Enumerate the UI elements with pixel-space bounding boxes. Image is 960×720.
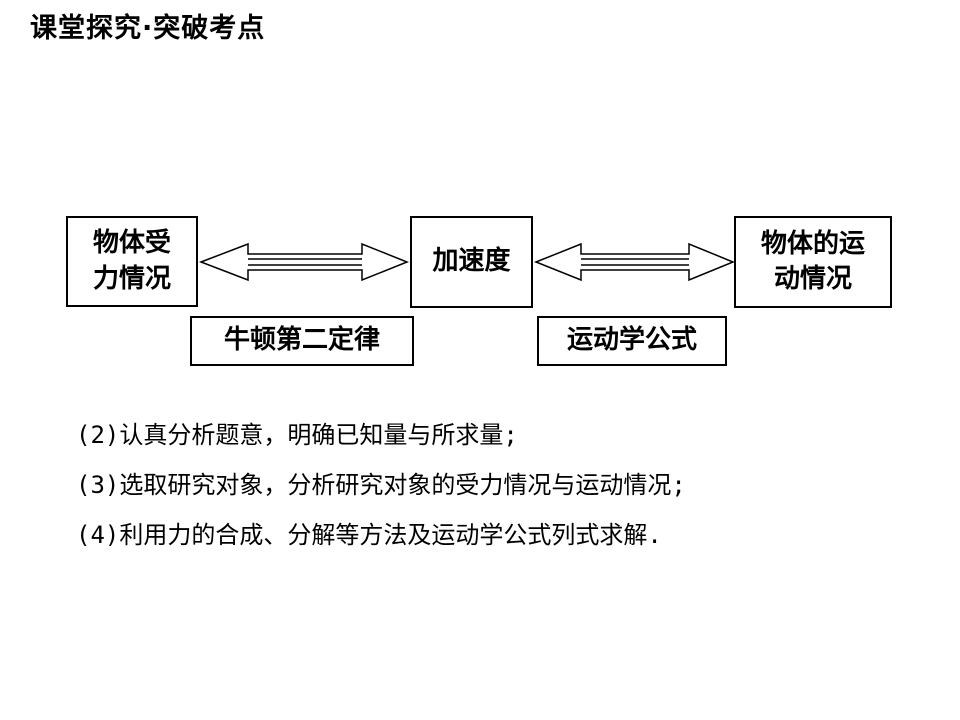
force-box-line2: 力情况 [92, 263, 171, 294]
solution-steps: (2)认真分析题意，明确已知量与所求量; (3)选取研究对象，分析研究对象的受力… [76, 410, 686, 560]
newton-second-law-label: 牛顿第二定律 [190, 316, 414, 366]
page-title: 课堂探究·突破考点 [30, 13, 266, 44]
motion-box-line1: 物体的运 [760, 228, 865, 259]
kinematics-label-text: 运动学公式 [566, 325, 697, 356]
force-box-line1: 物体受 [92, 228, 171, 259]
force-situation-box: 物体受 力情况 [66, 216, 198, 307]
motion-situation-box: 物体的运 动情况 [734, 216, 892, 308]
step-3: (3)选取研究对象，分析研究对象的受力情况与运动情况; [76, 471, 686, 499]
acceleration-label: 加速度 [432, 246, 511, 277]
double-arrow-right [533, 242, 735, 282]
motion-box-line2: 动情况 [773, 264, 852, 294]
step-4: (4)利用力的合成、分解等方法及运动学公式列式求解. [76, 521, 662, 549]
newton-label-text: 牛顿第二定律 [223, 325, 380, 356]
double-arrow-left [198, 242, 410, 282]
kinematics-formula-label: 运动学公式 [537, 316, 727, 366]
step-2: (2)认真分析题意，明确已知量与所求量; [76, 421, 518, 449]
acceleration-box: 加速度 [410, 216, 533, 308]
